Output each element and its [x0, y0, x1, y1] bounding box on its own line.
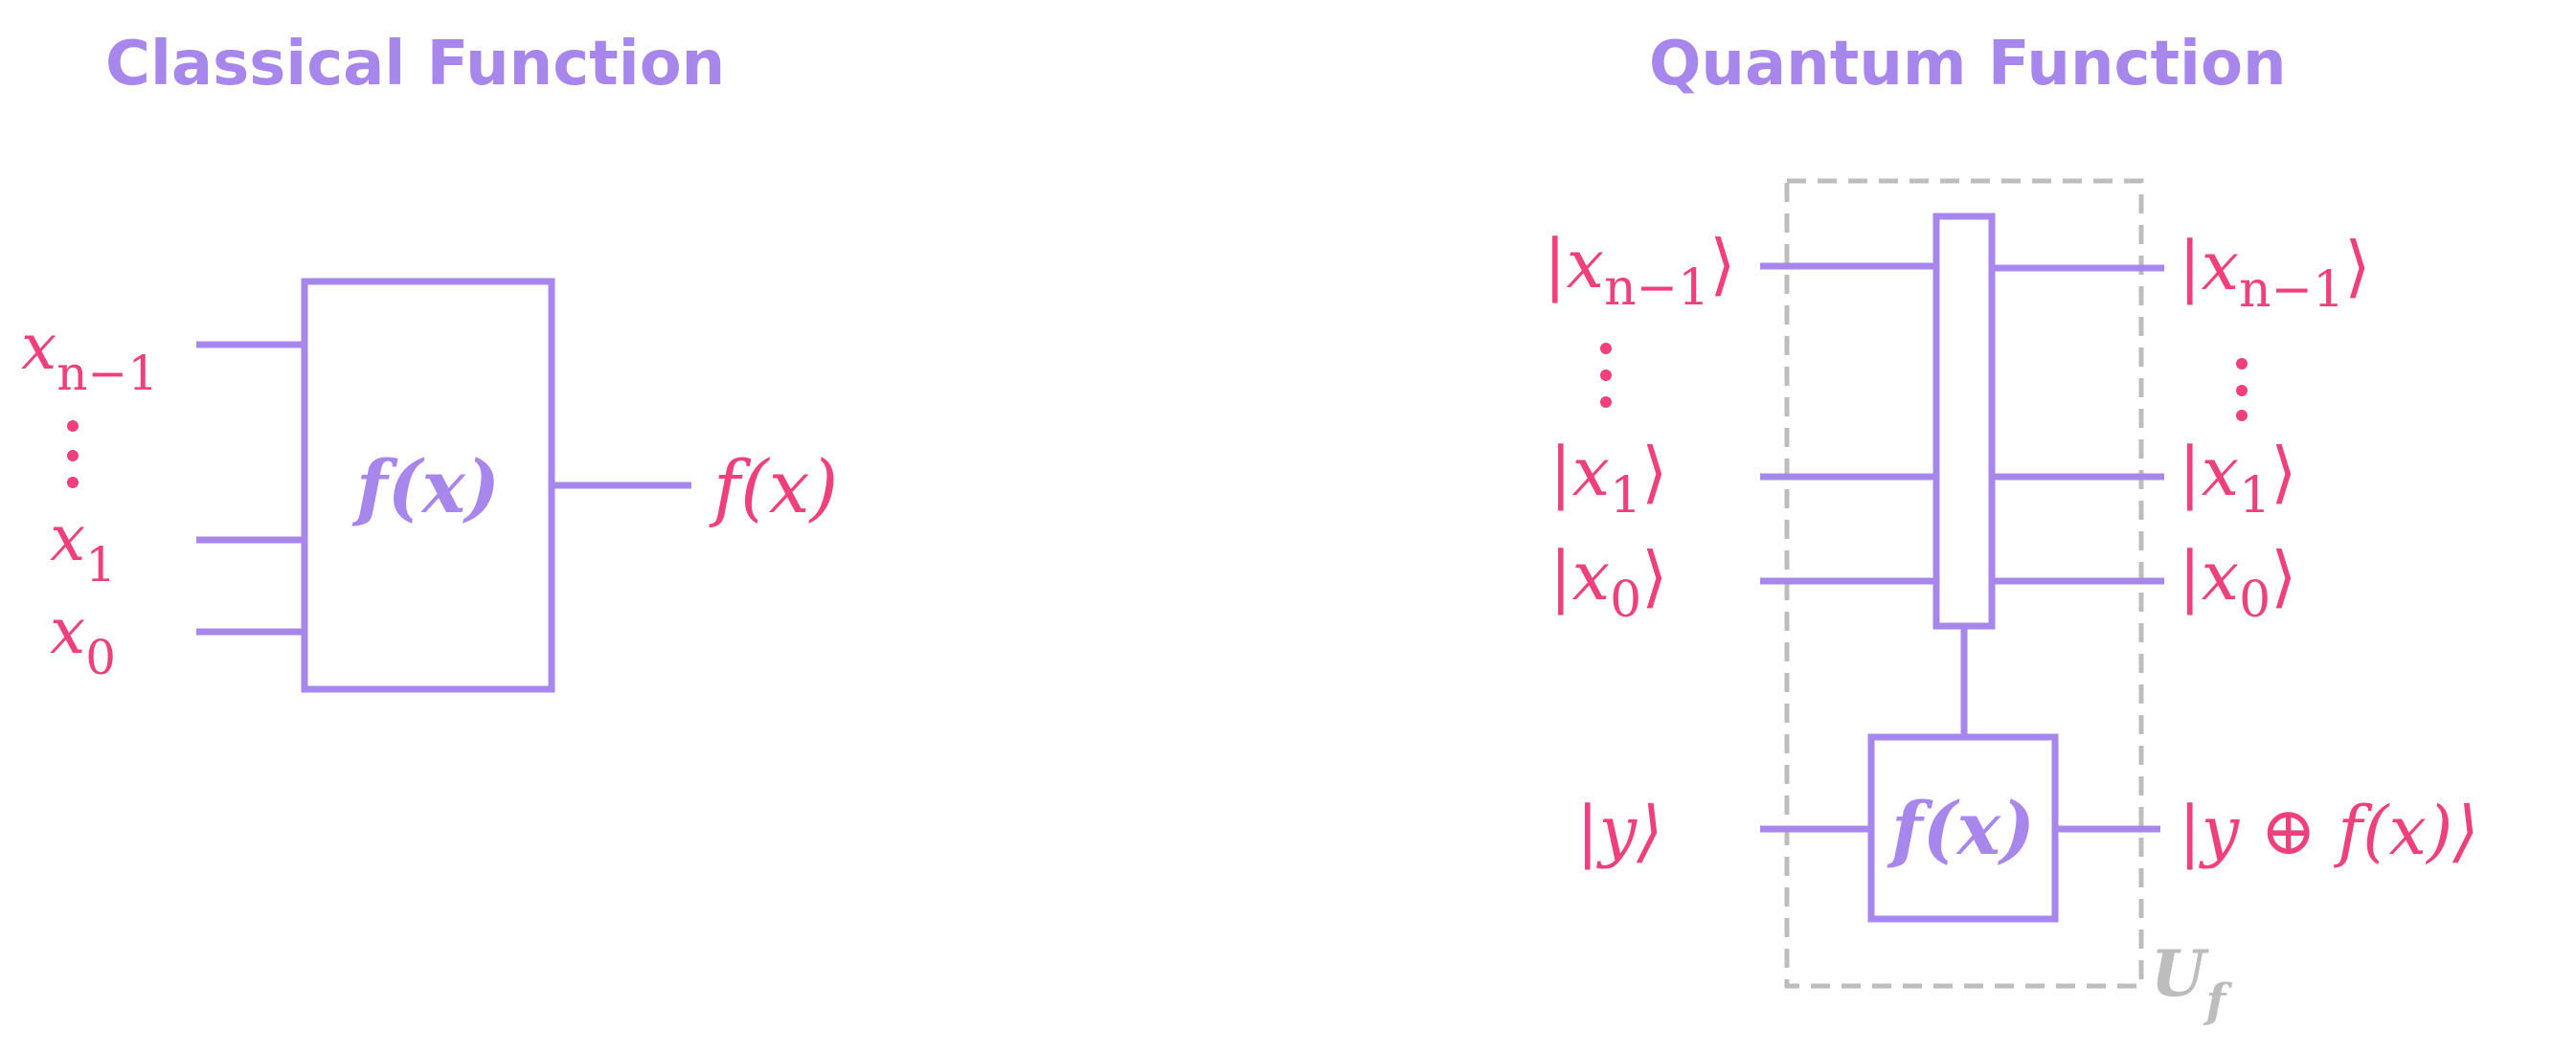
quantum-output-label-xn: |xn−1⟩: [2179, 227, 2371, 319]
classical-output-label: f(x): [709, 444, 838, 529]
classical-title: Classical Function: [105, 29, 725, 100]
classical-input-label-x1: x1: [50, 502, 116, 593]
quantum-output-label-x1: |x1⟩: [2179, 433, 2296, 525]
quantum-input-label-x0: |x0⟩: [1549, 537, 1667, 629]
quantum-circuit: [1760, 213, 2164, 923]
quantum-input-label-xn: |xn−1⟩: [1544, 225, 1736, 317]
quantum-output-label-y: |y ⊕ f(x)⟩: [2179, 792, 2479, 870]
quantum-title: Quantum Function: [1649, 29, 2287, 100]
classical-input-label-top: xn−1: [21, 310, 158, 401]
unitary-label: Uf: [2151, 936, 2233, 1028]
quantum-input-label-y: |y⟩: [1576, 792, 1662, 870]
quantum-input-vertical-dots: [1600, 343, 1612, 408]
classical-input-label-x0: x0: [50, 594, 116, 685]
control-register-bar: [1932, 213, 1996, 630]
classical-vertical-dots: [67, 420, 79, 488]
classical-circuit: [196, 278, 691, 693]
classical-box-label: f(x): [351, 444, 500, 529]
quantum-box-label: f(x): [1887, 786, 2035, 871]
quantum-input-label-x1: |x1⟩: [1549, 433, 1667, 525]
quantum-output-label-x0: |x0⟩: [2179, 537, 2296, 629]
quantum-output-vertical-dots: [2236, 358, 2248, 421]
